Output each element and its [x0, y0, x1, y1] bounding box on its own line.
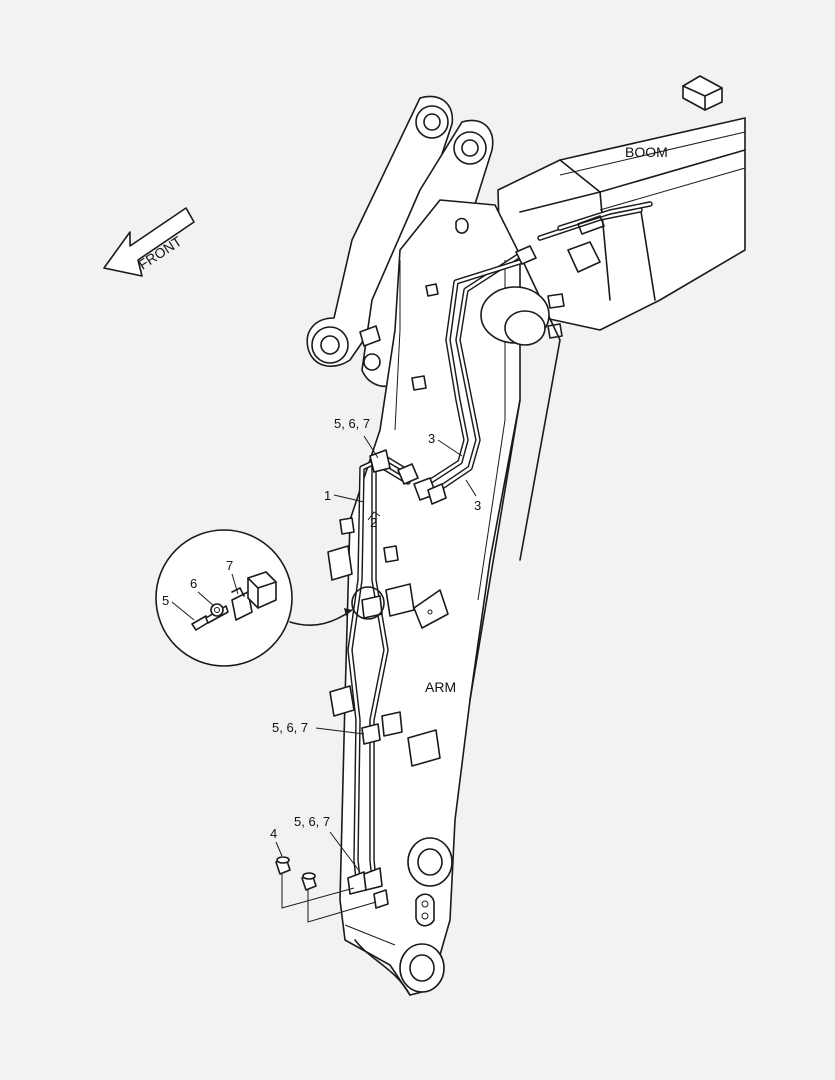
arm-label: ARM: [425, 679, 456, 695]
clamp-highlight-circle: [351, 586, 385, 620]
boom-label: BOOM: [625, 144, 668, 160]
callout-clamp-mid: 5, 6, 7: [272, 720, 308, 735]
detail-leader-curve: [289, 609, 353, 626]
callout-4: 4: [270, 826, 277, 841]
boom-structure: [497, 75, 746, 339]
callout-clamp-top: 5, 6, 7: [334, 416, 370, 431]
arm-structure: [306, 95, 561, 996]
callout-1: 1: [324, 488, 331, 503]
washer-part: [210, 603, 224, 617]
front-direction-arrow: FRONT: [103, 207, 195, 277]
plug-parts: [275, 856, 377, 923]
callout-3a: 3: [428, 431, 435, 446]
detail-callout-6: 6: [190, 576, 197, 591]
detail-callout-7: 7: [226, 558, 233, 573]
callout-3b: 3: [474, 498, 481, 513]
detail-callout-5: 5: [162, 593, 169, 608]
detail-view: [155, 529, 293, 667]
hydraulic-lines: [347, 245, 537, 909]
callout-clamp-bottom: 5, 6, 7: [294, 814, 330, 829]
callout-2: 2: [370, 515, 377, 530]
